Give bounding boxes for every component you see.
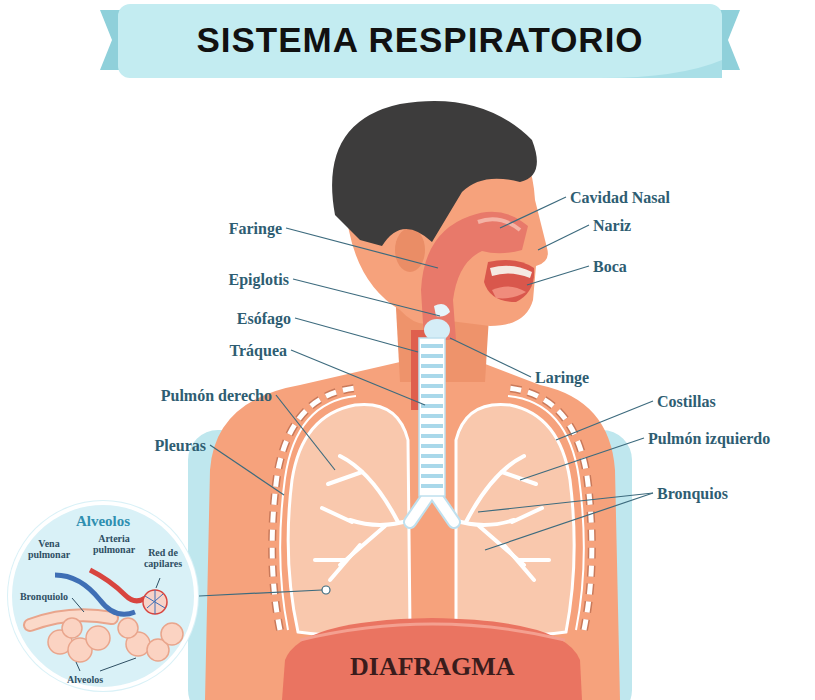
- leader-lines-part: [538, 225, 589, 250]
- part-label: Pleuras: [154, 436, 206, 455]
- airway-part: [490, 266, 532, 278]
- alveoli-inset-part-part: [76, 662, 80, 671]
- leader-lines-part: [276, 395, 335, 470]
- trachea: [419, 338, 445, 496]
- leader-lines-part: [210, 445, 284, 495]
- trachea-part-part: [421, 414, 443, 418]
- airway-part: [492, 286, 526, 298]
- alveoli-inset-part-part: [161, 623, 183, 645]
- leader-lines-part: [485, 493, 653, 550]
- trachea-part-part: [421, 354, 443, 358]
- airway-part: [484, 260, 534, 302]
- lungs-part-part: [519, 558, 549, 562]
- inset-outline: [10, 503, 196, 689]
- inset-label: Bronquiolo: [16, 591, 72, 602]
- trachea-part-part: [421, 384, 443, 388]
- lungs-part: [456, 404, 574, 635]
- trachea-part-part: [421, 444, 443, 448]
- part-label: Faringe: [229, 219, 282, 238]
- alveoli-inset-part-part: [62, 618, 82, 638]
- alveoli-inset-part: [90, 570, 145, 601]
- inset-heading: Alveolos: [7, 512, 199, 530]
- leader-lines-part: [291, 350, 425, 405]
- title-ribbon: [100, 4, 740, 78]
- lungs-part-part: [322, 508, 352, 522]
- part-label: Tráquea: [230, 341, 287, 360]
- leader-lines-part: [295, 318, 418, 352]
- leader-lines-part: [520, 438, 644, 480]
- alveoli-inset: [7, 500, 199, 692]
- alveoli-inset-part-part: [156, 578, 160, 588]
- part-label: Costillas: [657, 392, 716, 411]
- diaphragm-label: DIAFRAGMA: [350, 652, 515, 682]
- diaphragm-part: [282, 618, 582, 700]
- part-label: Pulmón izquierdo: [648, 429, 770, 448]
- trachea-part-part: [421, 374, 443, 378]
- lungs-part-part: [315, 558, 345, 562]
- leader-lines-part: [556, 401, 653, 440]
- trachea-part: [419, 338, 445, 496]
- lungs-part: [288, 404, 410, 635]
- title-ribbon-part: [118, 4, 722, 78]
- part-label: Bronquios: [657, 484, 728, 503]
- part-label: Pulmón derecho: [161, 386, 272, 405]
- lungs-part: [315, 456, 549, 580]
- alveoli-inset-part: [72, 578, 160, 671]
- leader-lines-part: [500, 197, 566, 228]
- leader-lines-part: [527, 266, 589, 285]
- trachea-part-part: [421, 394, 443, 398]
- torso-part: [205, 362, 620, 700]
- diaphragm-part: [300, 624, 565, 640]
- alveoli-inset-part-part: [118, 618, 138, 638]
- inset-label: Alveolos: [62, 674, 108, 685]
- head-part: [395, 228, 425, 272]
- alveoli-inset-part: [145, 590, 165, 614]
- trachea-part-part: [421, 464, 443, 468]
- inset-label: Red de capilares: [140, 547, 186, 569]
- part-label: Cavidad Nasal: [570, 188, 670, 207]
- lungs-part-part: [328, 472, 362, 484]
- lungs-part-part: [466, 456, 524, 522]
- alveoli-inset-part-part: [100, 658, 136, 671]
- leader-lines-part: [286, 228, 438, 268]
- part-label: Laringe: [535, 368, 589, 387]
- leader-lines-part: [293, 279, 440, 316]
- trachea-part-part: [421, 454, 443, 458]
- lungs: [272, 388, 592, 635]
- trachea-part-part: [421, 434, 443, 438]
- trachea-part-part: [421, 484, 443, 488]
- part-label: Boca: [593, 257, 627, 276]
- alveoli-inset-part-part: [86, 626, 110, 650]
- torso: [205, 290, 620, 700]
- lungs-part-part: [454, 520, 514, 525]
- trachea-part-part: [421, 364, 443, 368]
- inset-label: Vena pulmonar: [22, 538, 76, 560]
- lungs-part-part: [502, 472, 536, 484]
- leader-lines-part: [322, 586, 330, 594]
- trachea-part-part: [421, 344, 443, 348]
- diaphragm: [282, 618, 582, 700]
- trachea-part-part: [421, 424, 443, 428]
- trachea-part-part: [421, 474, 443, 478]
- lungs-part-part: [330, 545, 360, 580]
- lungs-part-part: [340, 456, 398, 522]
- alveoli-inset-part: [7, 500, 199, 692]
- leader-lines-part: [199, 590, 322, 596]
- trachea-part: [421, 346, 443, 486]
- title-ribbon-part: [600, 60, 722, 78]
- alveoli-inset-part-part: [72, 598, 84, 612]
- part-label: Esófago: [237, 309, 291, 328]
- part-label: Epiglotis: [229, 270, 289, 289]
- alveoli-inset-part: [48, 618, 183, 662]
- lungs-part-part: [504, 545, 534, 580]
- title-text: SISTEMA RESPIRATORIO: [118, 17, 722, 63]
- alveoli-inset-part: [143, 590, 167, 614]
- leader-lines-part: [450, 338, 531, 377]
- part-label: Nariz: [593, 216, 631, 235]
- lungs-part-part: [512, 508, 542, 522]
- lungs-part-part: [350, 520, 410, 525]
- inset-label: Arteria pulmonar: [84, 533, 144, 555]
